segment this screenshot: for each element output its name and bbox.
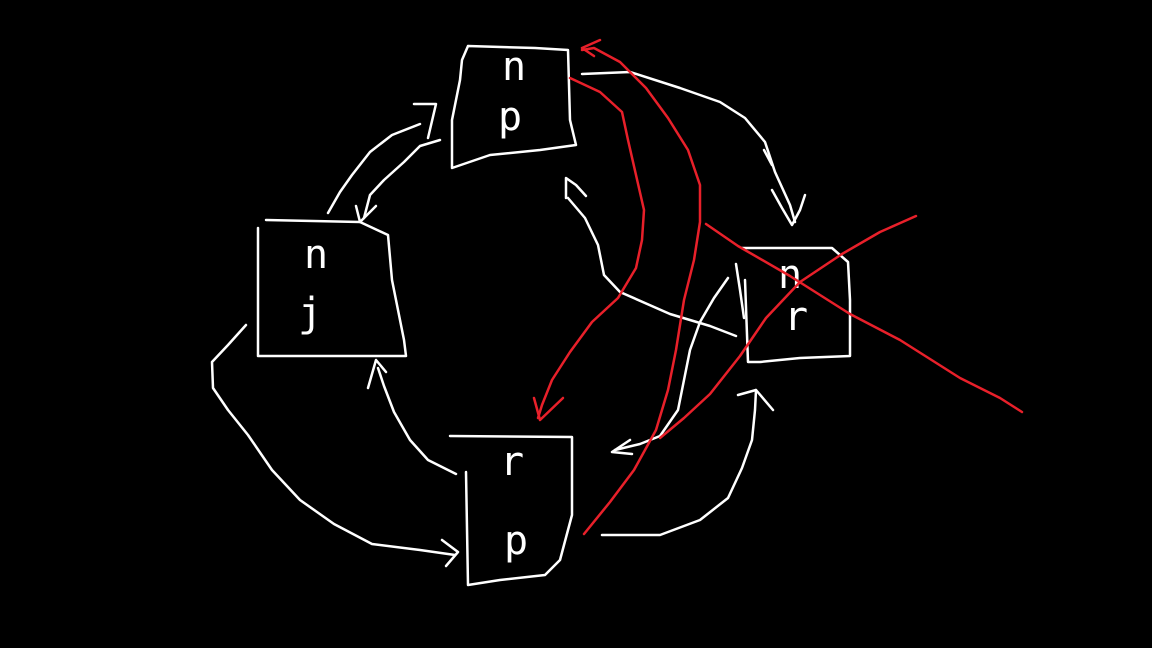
red-cross-stroke-2 <box>658 214 918 440</box>
arrow-left-to-top <box>326 122 422 215</box>
node-top-upper: n <box>502 44 526 90</box>
arrow-top-to-right-tick <box>762 148 774 167</box>
arrow-left-to-top-head <box>412 102 438 140</box>
arrow-right-to-bottom-hook <box>734 262 746 320</box>
arrow-right-to-bottom-head <box>610 438 634 456</box>
arrow-bottom-to-right <box>600 388 758 537</box>
red-arrow-bottom-to-top-head <box>580 38 602 58</box>
red-arrow-top-to-bottom <box>536 76 646 420</box>
node-left-box <box>256 218 408 358</box>
node-top: n p <box>450 44 578 170</box>
arrow-right-to-top <box>566 196 738 338</box>
arrow-top-to-left-head <box>354 204 378 224</box>
node-right-box <box>740 246 852 364</box>
arrow-right-to-bottom <box>613 276 730 452</box>
arrow-bottom-to-right-head <box>736 388 775 412</box>
node-left-upper: n <box>304 232 328 278</box>
arrow-top-to-left <box>362 138 442 220</box>
red-annotations <box>532 38 1024 536</box>
arrow-bottom-to-left-head <box>366 358 388 390</box>
red-arrow-bottom-to-top <box>580 46 702 536</box>
node-top-box <box>450 44 578 170</box>
red-arrow-top-to-bottom-head <box>532 396 565 422</box>
arrow-top-to-right-head <box>770 188 807 227</box>
arrow-left-to-bottom <box>210 323 457 557</box>
node-right-lower: r <box>784 294 808 340</box>
node-left: n j <box>256 218 408 358</box>
node-bottom-box <box>448 434 574 587</box>
node-bottom-lower: p <box>504 518 528 564</box>
red-cross-stroke-1 <box>704 222 1024 414</box>
arrow-bottom-to-left <box>376 366 458 476</box>
node-bottom: r p <box>448 434 574 587</box>
white-arrows <box>210 70 807 568</box>
node-bottom-upper: r <box>500 439 524 485</box>
node-top-lower: p <box>498 94 522 140</box>
node-left-lower: j <box>298 290 322 336</box>
arrow-right-to-top-head <box>564 176 588 200</box>
arrow-left-to-bottom-head <box>440 538 460 568</box>
arrow-top-to-right <box>580 70 797 224</box>
